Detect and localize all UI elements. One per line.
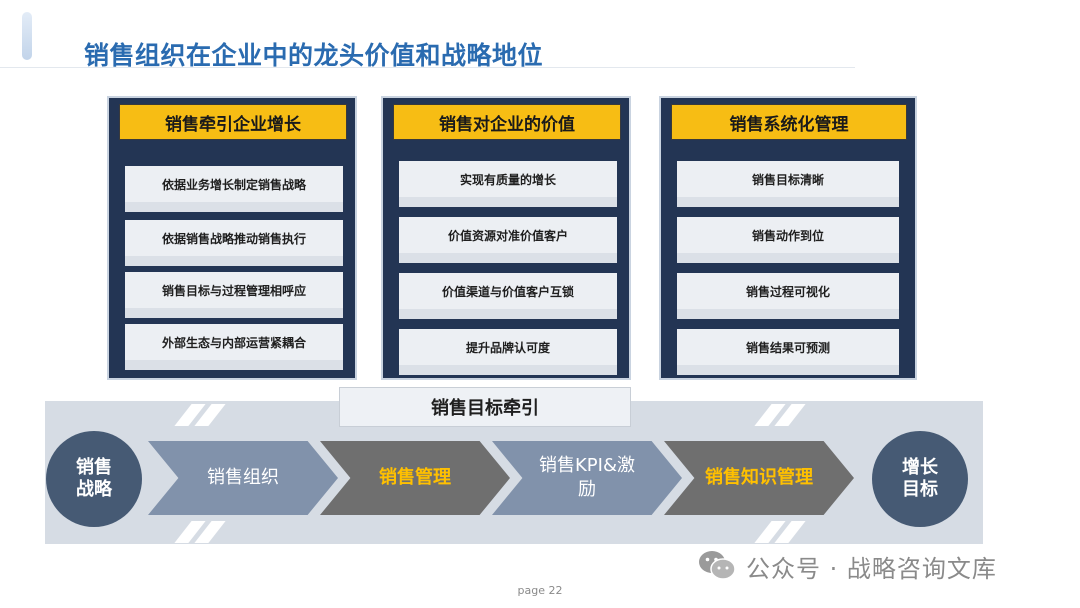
flow-step-label: 销售组织 xyxy=(207,467,279,488)
panel-item: 实现有质量的增长 xyxy=(399,161,617,207)
panel-systematic-management: 销售系统化管理 销售目标清晰 销售动作到位 销售过程可视化 销售结果可预测 xyxy=(659,96,917,380)
panel-header: 销售对企业的价值 xyxy=(393,104,621,140)
flow-step-label: 销售知识管理 xyxy=(705,467,813,488)
panel-item: 外部生态与内部运营紧耦合 xyxy=(125,324,343,370)
panel-item: 销售结果可预测 xyxy=(677,329,899,375)
flow-start-label: 销售战略 xyxy=(76,457,112,500)
panel-item: 价值资源对准价值客户 xyxy=(399,217,617,263)
title-divider xyxy=(0,67,855,68)
wechat-icon xyxy=(699,551,736,580)
panel-item: 提升品牌认可度 xyxy=(399,329,617,375)
panel-item: 销售过程可视化 xyxy=(677,273,899,319)
panel-item: 销售目标清晰 xyxy=(677,161,899,207)
flow-step: 销售组织 xyxy=(148,441,338,515)
panel-item: 依据业务增长制定销售战略 xyxy=(125,166,343,212)
flow-step: 销售管理 xyxy=(320,441,510,515)
flow-step: 销售知识管理 xyxy=(664,441,854,515)
watermark-text: 公众号 · 战略咨询文库 xyxy=(746,555,997,583)
flow-step-label: 销售管理 xyxy=(379,467,451,488)
panel-item: 销售动作到位 xyxy=(677,217,899,263)
panel-item: 销售目标与过程管理相呼应 xyxy=(125,272,343,318)
title-accent-bar xyxy=(22,12,32,60)
panel-sales-value: 销售对企业的价值 实现有质量的增长 价值资源对准价值客户 价值渠道与价值客户互锁… xyxy=(381,96,631,380)
flow-step: 销售KPI&激励 xyxy=(492,441,682,515)
flow-end-label: 增长目标 xyxy=(902,457,938,500)
flow-step-label: 销售KPI&激励 xyxy=(538,455,635,500)
flow-banner: 销售目标牵引 xyxy=(339,387,631,427)
flow-start-circle: 销售战略 xyxy=(46,431,142,527)
panel-header: 销售牵引企业增长 xyxy=(119,104,347,140)
flow-end-circle: 增长目标 xyxy=(872,431,968,527)
page-title: 销售组织在企业中的龙头价值和战略地位 xyxy=(84,41,544,70)
page-number: page 22 xyxy=(517,584,563,597)
panel-sales-drives-growth: 销售牵引企业增长 依据业务增长制定销售战略 依据销售战略推动销售执行 销售目标与… xyxy=(107,96,357,380)
panel-item: 依据销售战略推动销售执行 xyxy=(125,220,343,266)
panel-item: 价值渠道与价值客户互锁 xyxy=(399,273,617,319)
panel-header: 销售系统化管理 xyxy=(671,104,907,140)
